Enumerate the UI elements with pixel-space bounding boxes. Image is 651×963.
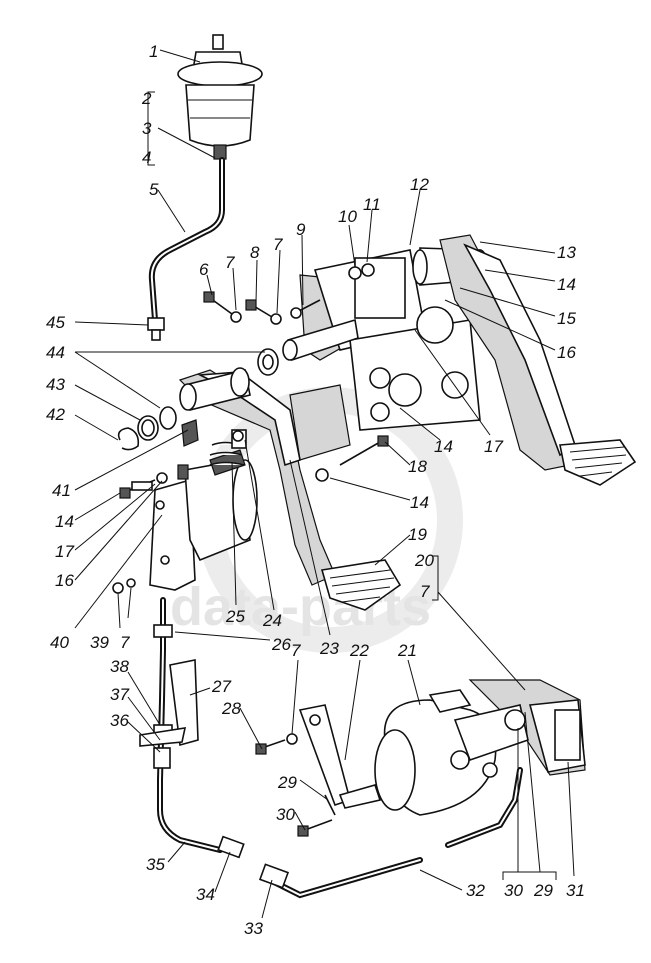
callout-27: 27 (211, 677, 231, 696)
callout-14-c: 14 (434, 437, 453, 456)
callout-23: 23 (319, 639, 339, 658)
callout-43: 43 (46, 375, 65, 394)
callout-32: 32 (466, 881, 485, 900)
fluid-reservoir (177, 34, 263, 160)
callout-29-b: 29 (533, 881, 553, 900)
callout-41: 41 (52, 481, 71, 500)
callout-6: 6 (199, 260, 209, 279)
callout-36: 36 (110, 711, 129, 730)
callout-7-c: 7 (120, 633, 130, 652)
left-fittings (112, 472, 168, 594)
callout-7-d: 7 (420, 582, 430, 601)
line-bracket (139, 659, 199, 747)
callout-1: 1 (149, 42, 158, 61)
callout-38: 38 (110, 657, 129, 676)
callout-19: 19 (408, 525, 427, 544)
callout-7-e: 7 (291, 641, 301, 660)
callout-31: 31 (566, 881, 585, 900)
callout-18: 18 (408, 457, 427, 476)
callout-7-a: 7 (225, 253, 235, 272)
callout-34: 34 (196, 885, 215, 904)
bolt-right (315, 435, 389, 482)
callout-17-b: 17 (484, 437, 503, 456)
callout-24: 24 (262, 611, 282, 630)
callout-44: 44 (46, 343, 65, 362)
callout-26: 26 (271, 635, 291, 654)
callout-37: 37 (110, 685, 129, 704)
callout-9: 9 (296, 220, 306, 239)
leader-lines (74, 49, 575, 919)
callout-labels: 1 2 3 4 5 6 7 8 7 9 10 11 12 13 14 15 16… (46, 42, 585, 938)
callout-14-a: 14 (557, 275, 576, 294)
callout-42: 42 (46, 405, 65, 424)
callout-3: 3 (142, 119, 152, 138)
callout-7-b: 7 (273, 235, 283, 254)
callout-16-a: 16 (557, 343, 576, 362)
callout-20: 20 (414, 551, 434, 570)
callout-10: 10 (338, 207, 357, 226)
callout-45: 45 (46, 313, 65, 332)
pedal-hub-parts (117, 348, 279, 451)
master-cylinder (149, 429, 258, 591)
callout-35: 35 (146, 855, 165, 874)
callout-13: 13 (557, 243, 576, 262)
callout-14-d: 14 (410, 493, 429, 512)
bolts-upper (203, 263, 375, 325)
callout-11: 11 (363, 195, 381, 214)
booster-lever (255, 704, 382, 837)
callout-4: 4 (142, 148, 151, 167)
callout-33: 33 (244, 919, 263, 938)
reservoir-hose (147, 157, 225, 341)
callout-40: 40 (50, 633, 69, 652)
callout-30-a: 30 (276, 805, 295, 824)
callout-39: 39 (90, 633, 109, 652)
callout-16-b: 16 (55, 571, 74, 590)
callout-17-a: 17 (55, 542, 74, 561)
callout-12: 12 (410, 175, 429, 194)
callout-29-a: 29 (277, 773, 297, 792)
callout-2: 2 (141, 89, 152, 108)
brake-pedal (439, 234, 637, 486)
callout-21: 21 (397, 641, 417, 660)
callout-14-b: 14 (55, 512, 74, 531)
callout-28: 28 (221, 699, 241, 718)
callout-15: 15 (557, 309, 576, 328)
callout-25: 25 (225, 607, 245, 626)
clutch-booster (374, 679, 586, 816)
callout-5: 5 (149, 180, 159, 199)
callout-8: 8 (250, 243, 260, 262)
callout-22: 22 (349, 641, 369, 660)
callout-30-b: 30 (504, 881, 523, 900)
